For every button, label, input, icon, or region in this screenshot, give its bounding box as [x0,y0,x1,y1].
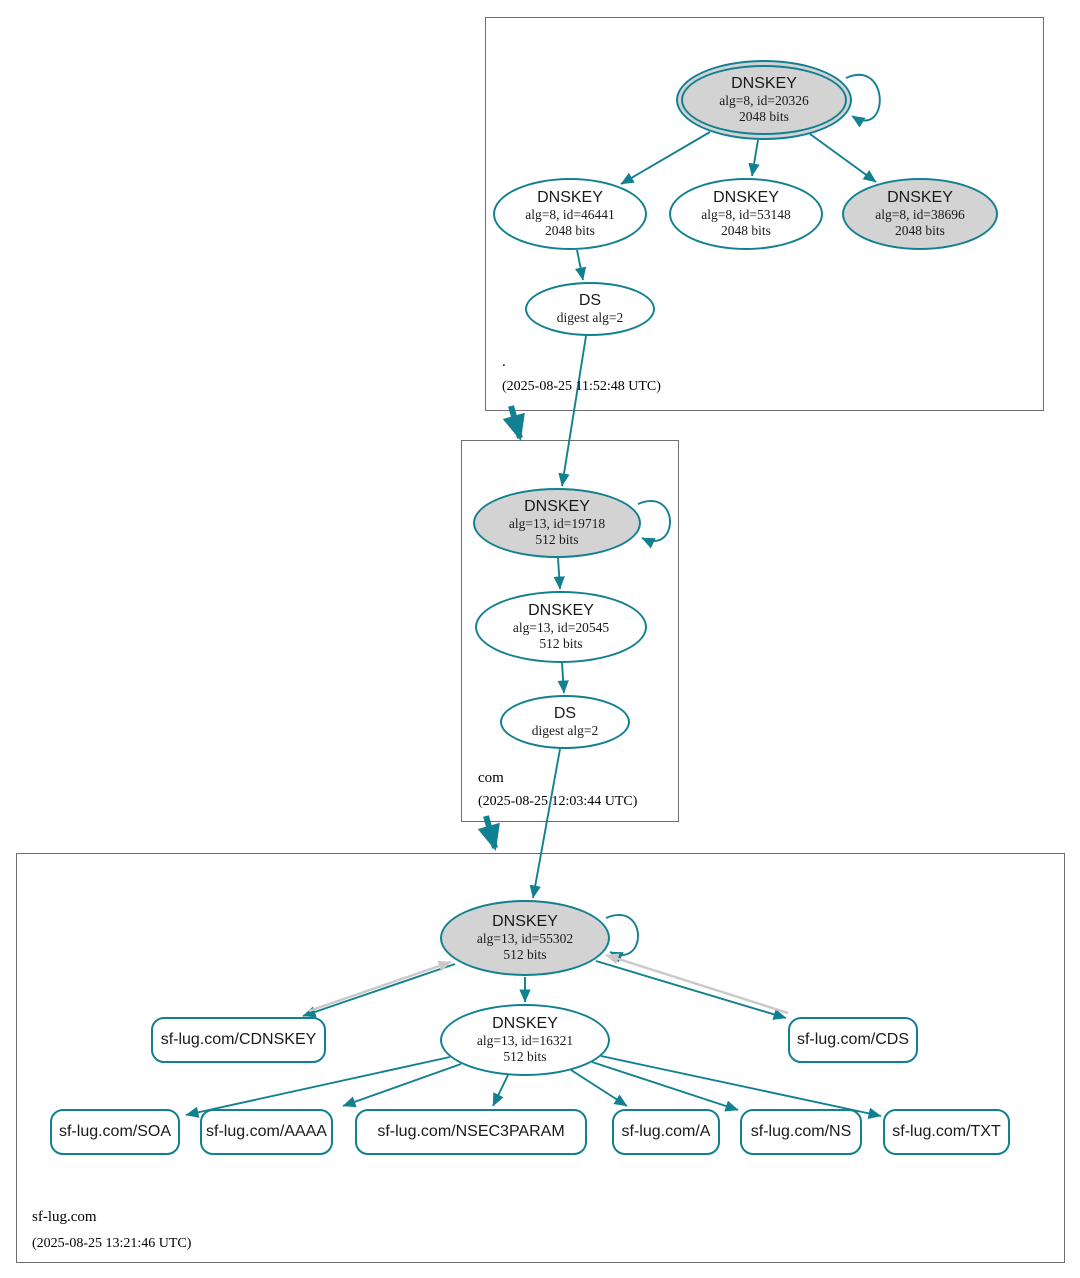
rrset-label: sf-lug.com/TXT [892,1123,1001,1140]
rrset-label: sf-lug.com/SOA [58,1123,172,1140]
edge-root-ksk-selfloop [845,74,881,128]
edge-sflug-ksk-to-cds [595,960,787,1020]
dnskey-detail: alg=8, id=38696 [875,207,965,223]
dnskey-node-com-zsk-20545[interactable]: DNSKEY alg=13, id=20545 512 bits [475,591,647,663]
dnskey-type: DNSKEY [537,189,603,207]
edge-root-ksk-to-zsk38696 [809,133,877,183]
edge-sflug-zsk-to-ns [591,1061,739,1112]
edge-delegation-root-to-com [502,405,525,441]
rrset-label: sf-lug.com/NS [750,1123,852,1140]
edge-delegation-com-to-sflug [477,815,500,851]
zone-box-root [485,17,1044,411]
dnskey-node-root-zsk-53148[interactable]: DNSKEY alg=8, id=53148 2048 bits [669,178,823,250]
edge-sflug-zsk-to-nsec3param [492,1074,509,1107]
edge-sflug-zsk-to-a [570,1069,628,1107]
dnskey-detail: alg=8, id=53148 [701,207,791,223]
dnskey-type: DNSKEY [887,189,953,207]
rrset-node-aaaa[interactable]: sf-lug.com/AAAA [200,1109,333,1155]
dnskey-type: DNSKEY [528,602,594,620]
edge-sflug-ksk-selfloop [605,914,639,963]
edge-sflug-ksk-to-cdnskey [302,963,456,1018]
dnskey-node-root-ksk-20326[interactable]: DNSKEY alg=8, id=20326 2048 bits [676,60,852,140]
ds-type: DS [578,292,602,310]
zone-timestamp-root: (2025-08-25 11:52:48 UTC) [502,379,661,394]
edge-root-ksk-to-zsk46441 [620,131,711,185]
rrset-node-a[interactable]: sf-lug.com/A [612,1109,720,1155]
edge-com-ds-to-sflug-ksk [529,748,561,899]
edge-sflug-zsk-to-soa [185,1056,451,1118]
dnskey-type: DNSKEY [492,1015,558,1033]
dnskey-detail: alg=13, id=19718 [508,516,606,532]
dnskey-detail: alg=13, id=16321 [476,1033,574,1049]
edge-sflug-zsk-to-aaaa [342,1063,462,1108]
dnskey-type: DNSKEY [524,498,590,516]
dnskey-node-root-zsk-38696[interactable]: DNSKEY alg=8, id=38696 2048 bits [842,178,998,250]
rrset-label: sf-lug.com/A [621,1123,711,1140]
rrset-label: sf-lug.com/CDS [796,1031,910,1048]
edge-root-ds-to-com-ksk [558,335,587,487]
rrset-label: sf-lug.com/NSEC3PARAM [377,1123,565,1140]
edge-cds-to-ksk-gray [605,953,789,1015]
dnskey-type: DNSKEY [713,189,779,207]
dnskey-size: 512 bits [535,531,579,547]
dnskey-node-root-zsk-46441[interactable]: DNSKEY alg=8, id=46441 2048 bits [493,178,647,250]
ds-type: DS [553,705,577,723]
dnskey-size: 512 bits [503,1048,547,1064]
dnskey-size: 512 bits [539,635,583,651]
rrset-node-ns[interactable]: sf-lug.com/NS [740,1109,862,1155]
dnskey-size: 512 bits [503,946,547,962]
edge-root-ksk-to-zsk53148 [748,139,760,177]
rrset-node-soa[interactable]: sf-lug.com/SOA [50,1109,180,1155]
dnskey-size: 2048 bits [895,222,945,238]
dnskey-size: 2048 bits [721,222,771,238]
dnskey-detail: alg=8, id=46441 [525,207,615,223]
dnskey-node-sflug-zsk-16321[interactable]: DNSKEY alg=13, id=16321 512 bits [440,1004,610,1076]
dnskey-type: DNSKEY [492,913,558,931]
rrset-node-cds[interactable]: sf-lug.com/CDS [788,1017,918,1063]
dnskey-size: 2048 bits [545,222,595,238]
edge-com-zsk-to-ds [557,662,569,694]
edge-com-ksk-to-zsk [553,557,565,590]
dnskey-type: DNSKEY [731,75,797,93]
zone-timestamp-com: (2025-08-25 12:03:44 UTC) [478,794,638,809]
edge-root-zsk46441-to-ds [574,249,587,281]
zone-label-root: . [502,354,506,370]
edge-sflug-zsk-to-txt [600,1055,882,1119]
dnskey-detail: alg=8, id=20326 [719,93,809,109]
dnskey-node-sflug-ksk-55302[interactable]: DNSKEY alg=13, id=55302 512 bits [440,900,610,976]
dnskey-node-com-ksk-19718[interactable]: DNSKEY alg=13, id=19718 512 bits [473,488,641,558]
ds-detail: digest alg=2 [531,722,599,738]
dnskey-detail: alg=13, id=55302 [476,931,574,947]
edges-reverse-gray [308,953,789,1015]
zone-label-sflug: sf-lug.com [32,1209,97,1225]
zone-label-com: com [478,770,504,786]
ds-detail: digest alg=2 [556,309,624,325]
edge-com-ksk-selfloop [637,500,671,549]
rrset-node-cdnskey[interactable]: sf-lug.com/CDNSKEY [151,1017,326,1063]
dnskey-size: 2048 bits [739,108,789,124]
edges-sflug-zone [185,914,882,1119]
edges-com-zone [529,500,671,899]
dnskey-detail: alg=13, id=20545 [512,620,610,636]
zone-timestamp-sflug: (2025-08-25 13:21:46 UTC) [32,1236,192,1251]
rrset-label: sf-lug.com/CDNSKEY [160,1031,317,1048]
rrset-node-txt[interactable]: sf-lug.com/TXT [883,1109,1010,1155]
rrset-label: sf-lug.com/AAAA [206,1123,327,1140]
rrset-node-nsec3param[interactable]: sf-lug.com/NSEC3PARAM [355,1109,587,1155]
ds-node-root[interactable]: DS digest alg=2 [525,282,655,336]
edges-delegation [477,405,525,851]
ds-node-com[interactable]: DS digest alg=2 [500,695,630,749]
edge-cdnskey-to-ksk-gray [308,960,452,1013]
edges-root-zone [558,74,881,487]
